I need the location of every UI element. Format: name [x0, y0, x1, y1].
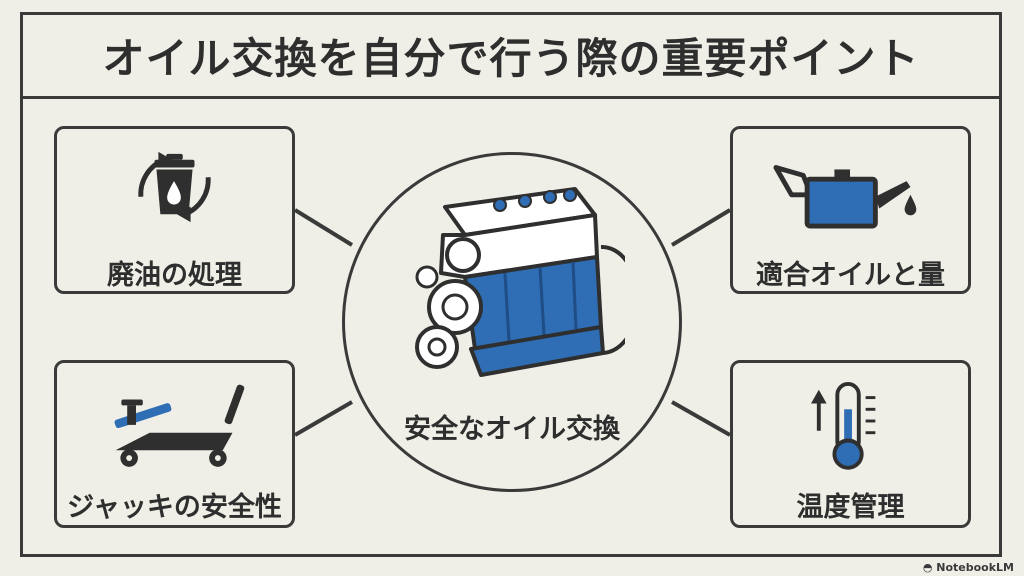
connector-top-right [670, 208, 732, 247]
connector-bottom-left [293, 400, 354, 437]
engine-icon [415, 187, 625, 377]
center-hub: 安全なオイル交換 [342, 152, 682, 492]
watermark-text: NotebookLM [936, 561, 1014, 574]
outer-frame: オイル交換を自分で行う際の重要ポイント [20, 12, 1002, 557]
thermometer-icon [811, 381, 876, 470]
center-label: 安全なオイル交換 [404, 414, 620, 445]
card-label-jack-safety: ジャッキの安全性 [67, 492, 282, 523]
watermark: ◓ NotebookLM [923, 561, 1014, 574]
connector-top-left [293, 208, 354, 247]
title-bar: オイル交換を自分で行う際の重要ポイント [23, 15, 999, 99]
card-label-oil-type: 適合オイルと量 [756, 260, 945, 291]
card-label-temperature: 温度管理 [796, 492, 905, 523]
floor-jack-icon [114, 384, 245, 467]
card-label-waste-oil: 廃油の処理 [107, 260, 242, 291]
card-temperature: 温度管理 [730, 360, 971, 528]
recycle-bin-icon [138, 151, 211, 223]
card-jack-safety: ジャッキの安全性 [54, 360, 295, 528]
card-waste-oil: 廃油の処理 [54, 126, 295, 294]
oil-can-icon [773, 165, 917, 229]
connector-bottom-right [671, 400, 731, 437]
page-title: オイル交換を自分で行う際の重要ポイント [102, 34, 920, 83]
card-oil-type: 適合オイルと量 [730, 126, 971, 294]
notebooklm-logo-icon: ◓ [922, 561, 937, 574]
